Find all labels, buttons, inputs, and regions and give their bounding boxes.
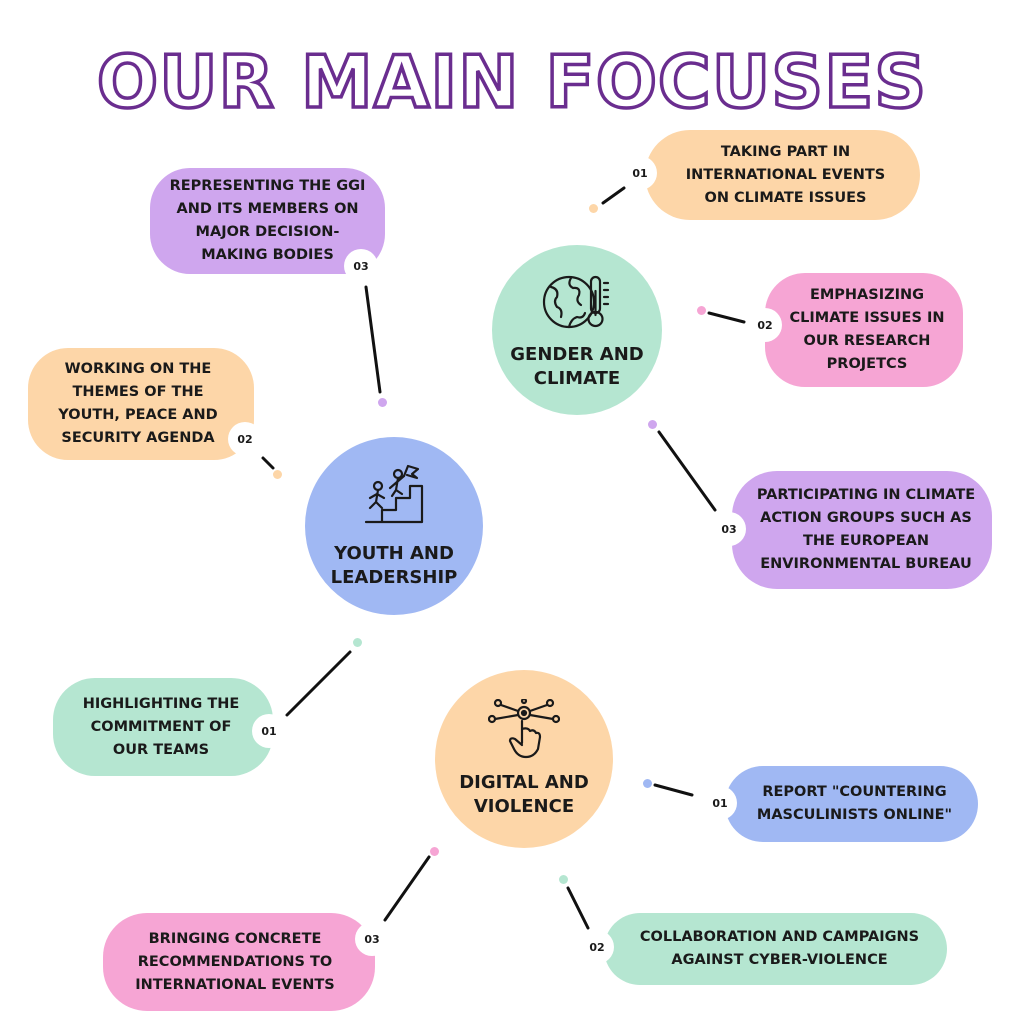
step-number: 01 [703,786,737,820]
focus-item-yl-01: HIGHLIGHTING THE COMMITMENT OF OUR TEAMS [53,678,273,776]
connector-dot [353,638,362,647]
focus-item-gc-01: TAKING PART IN INTERNATIONAL EVENTS ON C… [645,130,920,220]
focus-item-text: HIGHLIGHTING THE COMMITMENT OF OUR TEAMS [82,695,240,758]
hub-label: GENDER AND CLIMATE [510,344,644,389]
hub-youth-leadership: YOUTH AND LEADERSHIP [305,437,483,615]
connector-dot [378,398,387,407]
step-number: 03 [712,512,746,546]
climbing-people-flag-icon [364,464,424,524]
connector-yl-02 [261,456,275,470]
hub-digital-violence: DIGITAL AND VIOLENCE [435,670,613,848]
page-title: OUR MAIN FOCUSES [95,38,928,126]
touch-network-icon [488,699,560,759]
focus-item-text: WORKING ON THE THEMES OF THE YOUTH, PEAC… [58,361,218,446]
connector-dot [559,875,568,884]
connector-dot [648,420,657,429]
globe-thermometer-icon [542,275,610,329]
connector-dv-01 [653,783,694,797]
connector-dv-02 [566,886,590,930]
hub-gender-climate: GENDER AND CLIMATE [492,245,662,415]
connector-dot [273,470,282,479]
hub-label: DIGITAL AND VIOLENCE [459,772,589,817]
focus-item-gc-03: PARTICIPATING IN CLIMATE ACTION GROUPS S… [732,471,992,589]
step-number: 01 [623,156,657,190]
focus-item-yl-02: WORKING ON THE THEMES OF THE YOUTH, PEAC… [28,348,254,460]
connector-dot [643,779,652,788]
focus-item-text: EMPHASIZING CLIMATE ISSUES IN OUR RESEAR… [789,287,945,372]
step-number: 02 [228,422,262,456]
connector-dot [589,204,598,213]
connector-gc-01 [601,186,626,205]
focus-item-text: REPORT "COUNTERING MASCULINISTS ONLINE" [756,784,953,823]
focus-item-dv-02: COLLABORATION AND CAMPAIGNS AGAINST CYBE… [604,913,947,985]
connector-yl-03 [364,285,382,394]
step-number: 02 [748,308,782,342]
focus-item-text: BRINGING CONCRETE RECOMMENDATIONS TO INT… [135,930,335,993]
connector-dot [697,306,706,315]
connector-gc-02 [707,311,746,324]
focus-item-text: TAKING PART IN INTERNATIONAL EVENTS ON C… [685,143,886,206]
step-number: 01 [252,714,286,748]
focus-item-text: COLLABORATION AND CAMPAIGNS AGAINST CYBE… [639,929,920,968]
connector-yl-01 [285,650,352,717]
step-number: 03 [344,249,378,283]
connector-gc-03 [657,430,717,512]
focus-item-gc-02: EMPHASIZING CLIMATE ISSUES IN OUR RESEAR… [765,273,963,387]
step-number: 03 [355,922,389,956]
focus-item-text: REPRESENTING THE GGI AND ITS MEMBERS ON … [169,178,366,263]
connector-dot [430,847,439,856]
focus-item-text: PARTICIPATING IN CLIMATE ACTION GROUPS S… [756,487,976,572]
focus-item-dv-01: REPORT "COUNTERING MASCULINISTS ONLINE" [725,766,978,842]
hub-label: YOUTH AND LEADERSHIP [330,543,458,588]
connector-dv-03 [383,855,431,922]
step-number: 02 [580,930,614,964]
focus-item-dv-03: BRINGING CONCRETE RECOMMENDATIONS TO INT… [103,913,375,1011]
